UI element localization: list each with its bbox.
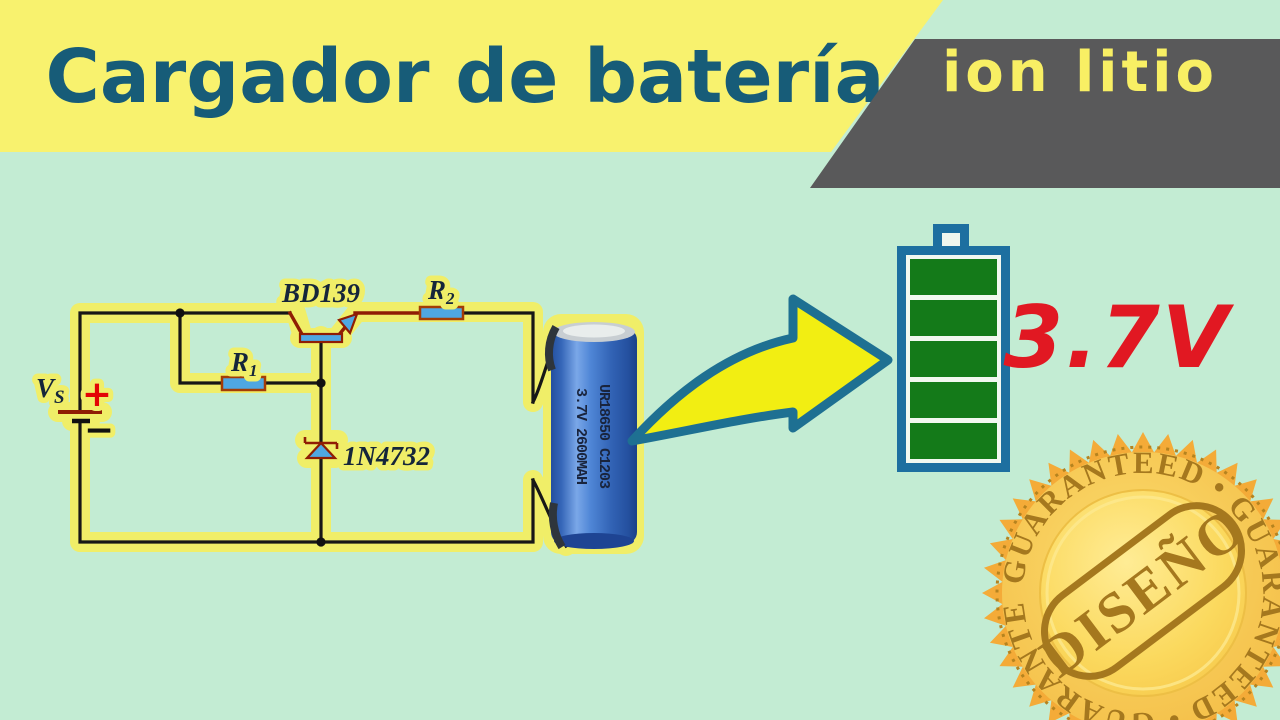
plus-sign: + [82, 374, 112, 415]
seal-center-disc [1039, 489, 1247, 697]
battery-icon-body [897, 246, 1010, 472]
transistor-emitter-arrow [337, 312, 359, 336]
voltage-label: 3.7V [1003, 288, 1231, 388]
cell-print-line2: UR18650 C1203 [595, 384, 612, 489]
battery-bar [910, 341, 997, 377]
solder-tab-bottom [548, 502, 566, 550]
zener-diode [304, 441, 338, 460]
cell-print: 3.7V 2600MAH UR18650 C1203 [572, 384, 612, 489]
source-label: VS [36, 373, 65, 408]
zener-cathode-bar [303, 437, 339, 449]
lithium-cell: 3.7V 2600MAH UR18650 C1203 [544, 322, 637, 550]
junction-dot [175, 308, 185, 318]
arrow-icon [627, 294, 893, 446]
page-title: Cargador de batería [45, 34, 885, 120]
cell-body [551, 328, 637, 544]
zener-label: 1N4732 [343, 441, 430, 471]
battery-bar [910, 423, 997, 459]
seal-bevel [1045, 495, 1241, 691]
wires-black [78, 311, 569, 549]
cell-bottom [554, 533, 634, 549]
battery-bar [910, 300, 997, 336]
page-subtitle: ion litio [942, 40, 1218, 105]
resistor-r2 [418, 305, 465, 321]
r2-label: R2 [427, 275, 455, 308]
junction-dot [316, 378, 326, 388]
resistor-r1 [220, 375, 267, 392]
r1-label: R1 [230, 347, 258, 380]
circuit-schematic: VS + − R1 R2 BD139 1N4732 [31, 270, 569, 549]
transistor-label: BD139 [281, 278, 361, 308]
transistor-base-bar [298, 332, 344, 344]
battery-bar [910, 382, 997, 418]
solder-tab-top [544, 325, 560, 372]
cell-print-line1: 3.7V 2600MAH [572, 388, 589, 484]
minus-sign: − [84, 410, 114, 451]
battery-bar [910, 259, 997, 295]
battery-level-icon [897, 224, 1010, 472]
cell-top-terminal [563, 324, 625, 338]
title-banner [0, 0, 943, 152]
junction-dot [316, 537, 326, 547]
